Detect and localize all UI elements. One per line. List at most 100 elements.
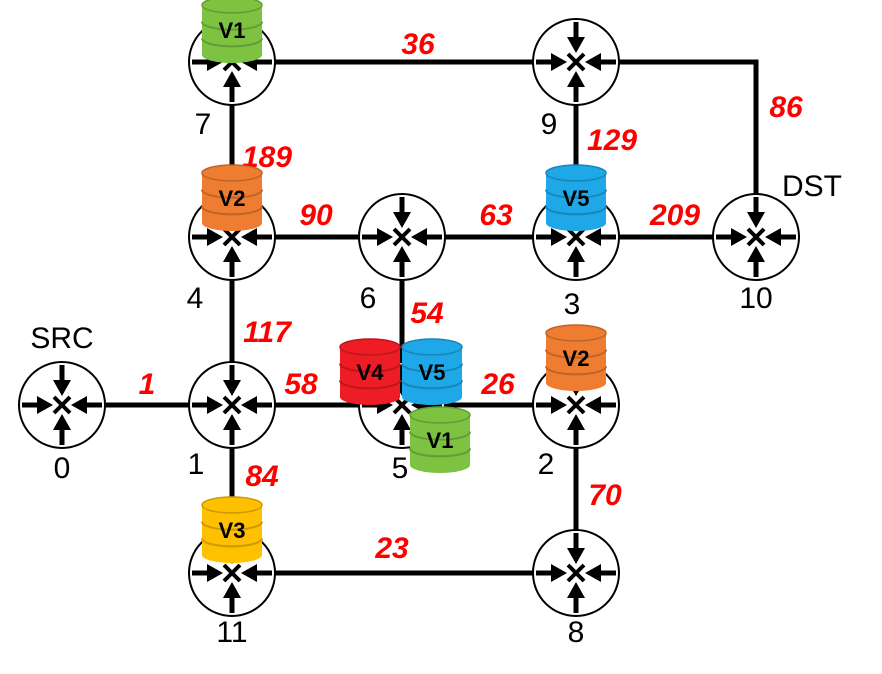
node-arrow-head [567, 548, 585, 564]
node-tag-label: SRC [30, 322, 93, 355]
vnf-database-icon[interactable]: V2 [201, 164, 263, 231]
link-weight-7-9: 36 [401, 28, 435, 61]
link-weight-6-5: 54 [410, 297, 444, 330]
router-node-1[interactable] [188, 361, 276, 449]
node-id-label: 5 [392, 452, 409, 485]
router-cross [566, 52, 586, 72]
node-id-label: 4 [187, 282, 204, 315]
vnf-cylinder-band [545, 189, 607, 199]
vnf-label: V5 [419, 360, 446, 385]
vnf-cylinder-top [545, 164, 607, 182]
vnf-cylinder-body [546, 333, 606, 391]
node-arrow-head [747, 212, 765, 228]
vnf-cylinder-body [202, 5, 262, 63]
vnf-cylinder-band [201, 189, 263, 199]
vnf-label: V2 [219, 186, 246, 211]
vnf-cylinder-band [201, 521, 263, 531]
link-weight-5-2: 26 [480, 368, 515, 401]
node-arrow-head [223, 380, 241, 396]
vnf-cylinder-band [401, 363, 463, 373]
router-cross [392, 227, 412, 247]
vnf-cylinder-body [410, 415, 470, 473]
vnf-cylinder-band [545, 206, 607, 216]
link-weight-11-8: 23 [374, 532, 409, 565]
router-cross [222, 563, 242, 583]
router-node-6[interactable] [358, 193, 446, 281]
vnf-database-icon[interactable]: V5 [545, 164, 607, 231]
vnf-cylinder-band [339, 363, 401, 373]
node-id-label: 8 [568, 616, 585, 649]
router-node-0[interactable] [18, 361, 106, 449]
node-arrow-head [585, 396, 601, 414]
vnf-cylinder-body [546, 173, 606, 231]
router-node-10[interactable] [712, 193, 800, 281]
vnf-database-icon[interactable]: V2 [545, 324, 607, 391]
node-arrow-head [567, 37, 585, 53]
vnf-label: V3 [219, 518, 246, 543]
router-cross [566, 563, 586, 583]
vnf-cylinder-band [201, 38, 263, 48]
vnf-cylinder-top [201, 0, 263, 14]
node-arrow-head [377, 228, 393, 246]
vnf-cylinder-band [545, 349, 607, 359]
node-arrow-head [223, 246, 241, 262]
link-weight-1-11: 84 [245, 460, 279, 493]
vnf-cylinder-band [201, 206, 263, 216]
vnf-label: V4 [357, 360, 385, 385]
node-tag-label: DST [782, 170, 842, 203]
node-id-label: 10 [739, 282, 772, 315]
node-arrow-head [207, 396, 223, 414]
node-arrow-head [223, 414, 241, 430]
vnf-cylinder-body [402, 347, 462, 405]
vnf-cylinder-band [401, 380, 463, 390]
node-arrow-head [207, 228, 223, 246]
vnf-database-icon[interactable]: V3 [201, 496, 263, 563]
node-arrow-head [585, 53, 601, 71]
link-weight-4-6: 90 [299, 199, 333, 232]
link-weight-0-1: 1 [139, 368, 156, 401]
node-arrow-head [207, 564, 223, 582]
vnf-label: V1 [427, 428, 454, 453]
vnf-database-icon[interactable]: V5 [401, 338, 463, 405]
node-id-label: 1 [188, 448, 205, 481]
node-id-label: 0 [54, 452, 71, 485]
router-node-8[interactable] [532, 529, 620, 617]
link-weight-3-10: 209 [649, 199, 700, 232]
vnf-database-icon[interactable]: V1 [409, 406, 471, 473]
node-arrow-head [567, 246, 585, 262]
node-id-label: 7 [195, 108, 212, 141]
vnf-cylinder-band [545, 366, 607, 376]
link-9-10 [576, 59, 759, 237]
router-cross [52, 395, 72, 415]
node-id-label: 6 [360, 282, 377, 315]
link-weight-1-4: 117 [243, 316, 292, 349]
node-arrow-head [585, 564, 601, 582]
link-weight-9-10: 86 [769, 91, 803, 124]
node-id-label: 2 [538, 448, 555, 481]
node-arrow-head [765, 228, 781, 246]
node-arrow-head [747, 246, 765, 262]
node-arrow-head [223, 71, 241, 87]
router-cross [566, 227, 586, 247]
vnf-label: V5 [563, 186, 590, 211]
node-arrow-head [223, 582, 241, 598]
vnf-cylinder-body [202, 173, 262, 231]
router-node-9[interactable] [532, 18, 620, 106]
router-cross [746, 227, 766, 247]
node-arrow-head [393, 212, 411, 228]
link-weight-1-5: 58 [284, 368, 318, 401]
vnf-cylinder-body [202, 505, 262, 563]
vnf-database-icon[interactable]: V4 [339, 338, 401, 405]
node-arrow-head [551, 53, 567, 71]
vnf-cylinder-band [201, 538, 263, 548]
node-id-label: 3 [564, 288, 581, 321]
vnf-cylinder-top [339, 338, 401, 356]
link-weight-2-8: 70 [588, 479, 622, 512]
node-arrow-head [241, 564, 257, 582]
vnf-database-icon[interactable]: V1 [201, 0, 263, 63]
vnf-cylinder-top [409, 406, 471, 424]
node-arrow-head [393, 246, 411, 262]
